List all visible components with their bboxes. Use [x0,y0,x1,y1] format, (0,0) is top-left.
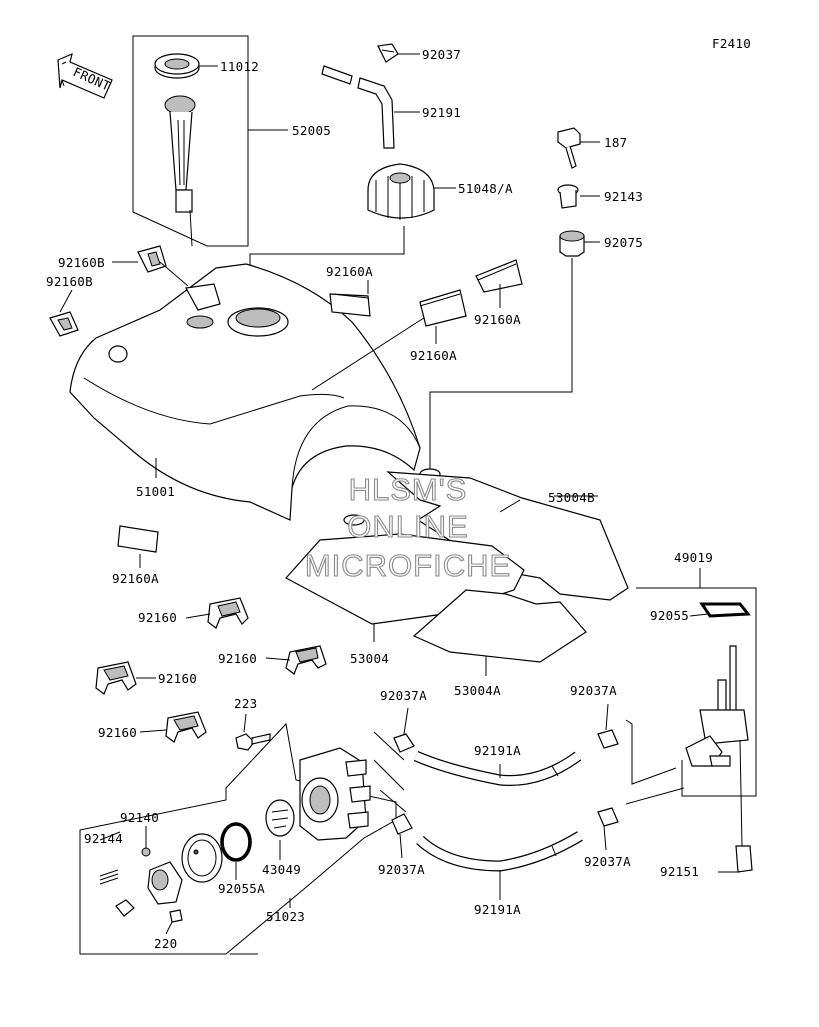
insulator-53004A [412,589,587,663]
callout-92037A-3: 92037A [584,854,631,869]
damper-92160B-side [49,311,79,337]
fuel-gauge-group-52005 [132,35,249,247]
clamps-92037A [391,729,619,835]
pad-92160A-2 [419,289,467,327]
damper-92160-4 [165,711,207,743]
callout-labels: 11012 52005 92037 92191 187 51048/A 9214… [46,47,713,951]
fuel-hose-92191A-upper [413,750,582,786]
callout-92151: 92151 [660,864,699,879]
callout-92160B-2: 92160B [46,274,93,289]
callout-52005: 52005 [292,123,331,138]
damper-92075 [429,230,585,470]
callout-49019: 49019 [674,550,713,565]
callout-92055A: 92055A [218,881,265,896]
collar-92143 [557,184,579,209]
front-arrow-icon: FRONT [57,52,113,99]
insulator-53004B [386,471,629,601]
callout-220: 220 [154,936,177,951]
damper-92160-3 [95,661,137,695]
callout-51048A: 51048/A [458,181,513,196]
callout-92075: 92075 [604,235,643,250]
fuel-cap-51048A [249,163,435,300]
callout-92037A-1: 92037A [380,688,427,703]
callout-92191: 92191 [422,105,461,120]
pad-92160A-3 [475,259,523,293]
watermark-line-2: ONLINE [347,509,468,544]
callout-92037: 92037 [422,47,461,62]
breather-hose-group [321,43,399,149]
bolt-187 [557,127,581,169]
callout-51023: 51023 [266,909,305,924]
callout-92160A-3: 92160A [410,348,457,363]
callout-92191A-1: 92191A [474,743,521,758]
pad-92160A-1 [329,293,371,317]
callout-92160A-1: 92160A [326,264,373,279]
leader-lines [59,53,740,955]
pad-92160A-4 [117,525,159,553]
callout-92160-4: 92160 [98,725,137,740]
fuel-tank-51001 [69,263,441,526]
callout-92143: 92143 [604,189,643,204]
watermark-line-3: MICROFICHE [305,548,511,583]
callout-53004: 53004 [350,651,389,666]
callout-11012: 11012 [220,59,259,74]
callout-92160B-1: 92160B [58,255,105,270]
callout-92055: 92055 [650,608,689,623]
callout-223: 223 [234,696,257,711]
watermark: HLSM'S ONLINE MICROFICHE [304,471,511,583]
callout-92037A-4: 92037A [378,862,425,877]
callout-92160-3: 92160 [158,671,197,686]
damper-92160-1 [207,597,249,629]
callout-92160A-2: 92160A [474,312,521,327]
damper-92160-2 [285,645,327,675]
callout-43049: 43049 [262,862,301,877]
callout-187: 187 [604,135,627,150]
fuel-cock-assy-49019 [636,568,757,873]
callout-53004B: 53004B [548,490,595,505]
fuel-hose-92191A-lower [416,831,583,872]
callout-92160-2: 92160 [218,651,257,666]
callout-92144: 92144 [84,831,123,846]
callout-92160A-4: 92160A [112,571,159,586]
callout-92191A-2: 92191A [474,902,521,917]
damper-92160B-top [137,245,189,287]
fuel-cock-group-51023 [79,722,397,955]
callout-51001: 51001 [136,484,175,499]
figure-code: F2410 [712,36,751,51]
watermark-line-1: HLSM'S [349,472,468,507]
callout-53004A: 53004A [454,683,501,698]
callout-92037A-2: 92037A [570,683,617,698]
callout-92140: 92140 [120,810,159,825]
callout-92160-1: 92160 [138,610,177,625]
